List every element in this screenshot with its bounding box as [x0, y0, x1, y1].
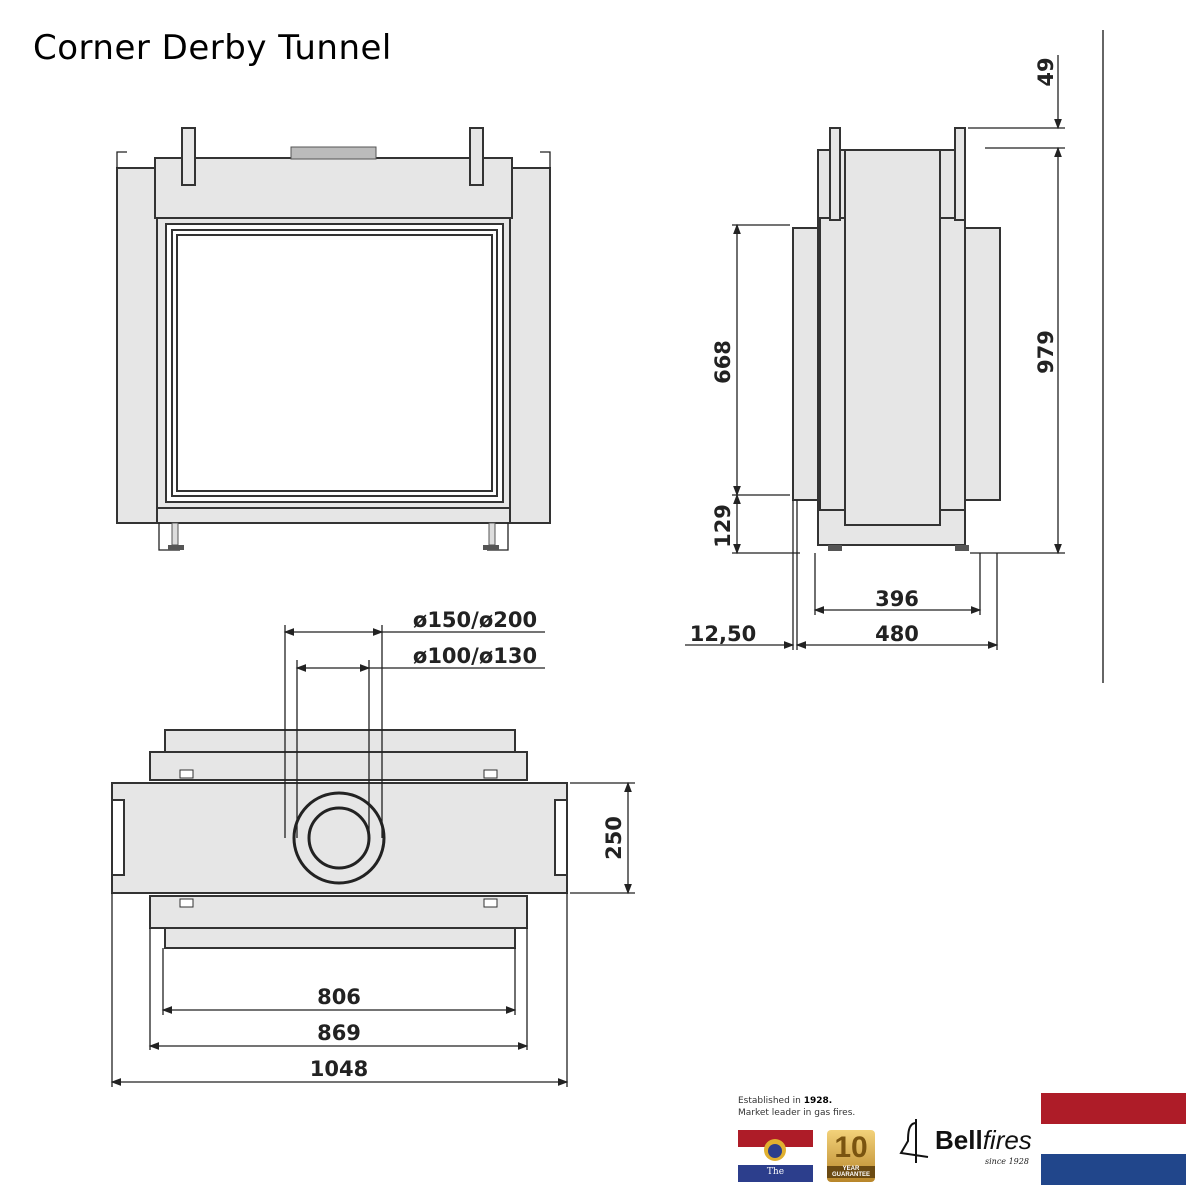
side-view: 668 129 49 979 396 480 12,50 — [685, 30, 1104, 683]
guarantee-badge: 10 YEAR GUARANTEE — [827, 1130, 875, 1182]
logo-since: since 1928 — [985, 1157, 1029, 1166]
top-view: ø150/ø200 ø100/ø130 250 806 869 1048 — [110, 608, 635, 1087]
netherlands-label: The Netherlands — [738, 1164, 813, 1192]
dim-flue-inner: ø100/ø130 — [413, 644, 537, 668]
bell-icon — [899, 1119, 929, 1163]
dim-869: 869 — [317, 1021, 361, 1045]
netherlands-crest-badge: The Netherlands — [738, 1130, 813, 1192]
logo-italic: fires — [982, 1125, 1032, 1155]
dim-12-50: 12,50 — [690, 622, 756, 646]
established-prefix: Established in — [738, 1096, 801, 1106]
dim-1048: 1048 — [310, 1057, 368, 1081]
dim-979: 979 — [1034, 330, 1058, 374]
dim-250: 250 — [602, 816, 626, 860]
dim-668: 668 — [711, 340, 735, 384]
guarantee-year: YEAR — [842, 1166, 860, 1172]
tagline: Market leader in gas fires. — [738, 1108, 856, 1118]
guarantee-number: 10 — [834, 1131, 868, 1164]
front-view — [116, 127, 551, 551]
bellfires-logo: Bellfires — [935, 1125, 1032, 1156]
dim-396: 396 — [875, 587, 919, 611]
dim-129: 129 — [711, 504, 735, 548]
dim-49: 49 — [1034, 57, 1058, 86]
guarantee-label: GUARANTEE — [831, 1172, 870, 1178]
dim-806: 806 — [317, 985, 361, 1009]
logo-bold: Bell — [935, 1125, 983, 1155]
brand-footer: Established in 1928. Market leader in ga… — [738, 1095, 1198, 1195]
established-year: 1928. — [803, 1096, 833, 1106]
established-text: Established in 1928. Market leader in ga… — [738, 1095, 855, 1119]
dutch-flag — [1041, 1093, 1186, 1185]
crest-icon — [764, 1139, 786, 1161]
dim-flue-outer: ø150/ø200 — [413, 608, 537, 632]
dim-480: 480 — [875, 622, 919, 646]
page-title: Corner Derby Tunnel — [33, 28, 392, 68]
